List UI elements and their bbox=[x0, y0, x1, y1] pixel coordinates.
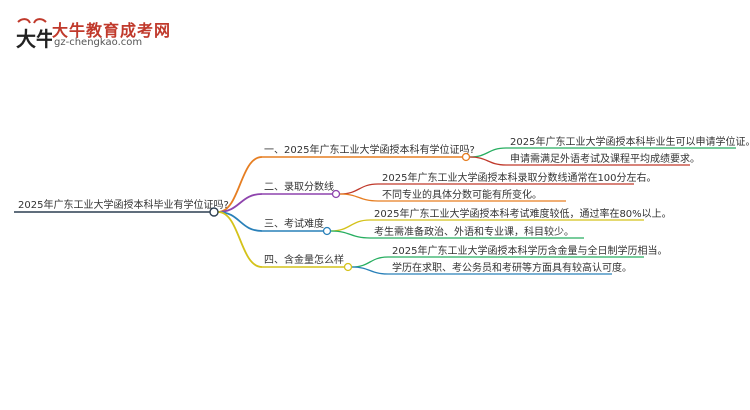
leaf-edge bbox=[330, 219, 371, 232]
branch-connector bbox=[461, 152, 471, 162]
branch-label: 四、含金量怎么样 bbox=[264, 253, 344, 266]
leaf-label: 2025年广东工业大学函授本科毕业生可以申请学位证。 bbox=[510, 135, 750, 148]
leaf-label: 考生需准备政治、外语和专业课，科目较少。 bbox=[374, 225, 574, 238]
branch-label: 二、录取分数线 bbox=[264, 180, 334, 193]
leaf-label: 不同专业的具体分数可能有所变化。 bbox=[382, 188, 542, 201]
leaf-label: 学历在求职、考公务员和考研等方面具有较高认可度。 bbox=[392, 261, 632, 274]
leaf-edge bbox=[351, 256, 389, 268]
leaf-edge bbox=[469, 156, 507, 166]
branch-edge bbox=[217, 156, 263, 213]
brand-logo: 大牛 大牛教育成考网 gz-chengkao.com bbox=[12, 14, 202, 54]
branch-connector bbox=[322, 226, 332, 236]
leaf-label: 申请需满足外语考试及课程平均成绩要求。 bbox=[510, 152, 700, 165]
branch-label: 一、2025年广东工业大学函授本科有学位证吗? bbox=[264, 143, 475, 156]
leaf-edge bbox=[351, 266, 389, 275]
root-label: 2025年广东工业大学函授本科毕业有学位证吗? bbox=[18, 198, 229, 211]
leaf-edge bbox=[339, 193, 379, 202]
leaf-label: 2025年广东工业大学函授本科考试难度较低，通过率在80%以上。 bbox=[374, 207, 672, 220]
brand-title: 大牛教育成考网 bbox=[52, 21, 172, 40]
mindmap-nodes: 2025年广东工业大学函授本科毕业有学位证吗? 一、2025年广东工业大学函授本科… bbox=[18, 135, 750, 274]
leaf-edge bbox=[469, 147, 507, 158]
leaf-label: 2025年广东工业大学函授本科学历含金量与全日制学历相当。 bbox=[392, 244, 667, 257]
branch-connector bbox=[343, 262, 353, 272]
branch-edge bbox=[217, 211, 263, 268]
leaf-label: 2025年广东工业大学函授本科录取分数线通常在100分左右。 bbox=[382, 171, 657, 184]
leaf-edge bbox=[339, 183, 379, 195]
bull-logo-icon: 大牛 bbox=[16, 18, 52, 51]
logo-glyphs: 大牛 bbox=[16, 27, 52, 51]
brand-url: gz-chengkao.com bbox=[54, 37, 143, 48]
mindmap-edges bbox=[14, 147, 736, 275]
branch-label: 三、考试难度 bbox=[264, 217, 324, 230]
leaf-edge bbox=[330, 230, 371, 239]
root-connector bbox=[209, 207, 219, 217]
branch-connector bbox=[331, 189, 341, 199]
